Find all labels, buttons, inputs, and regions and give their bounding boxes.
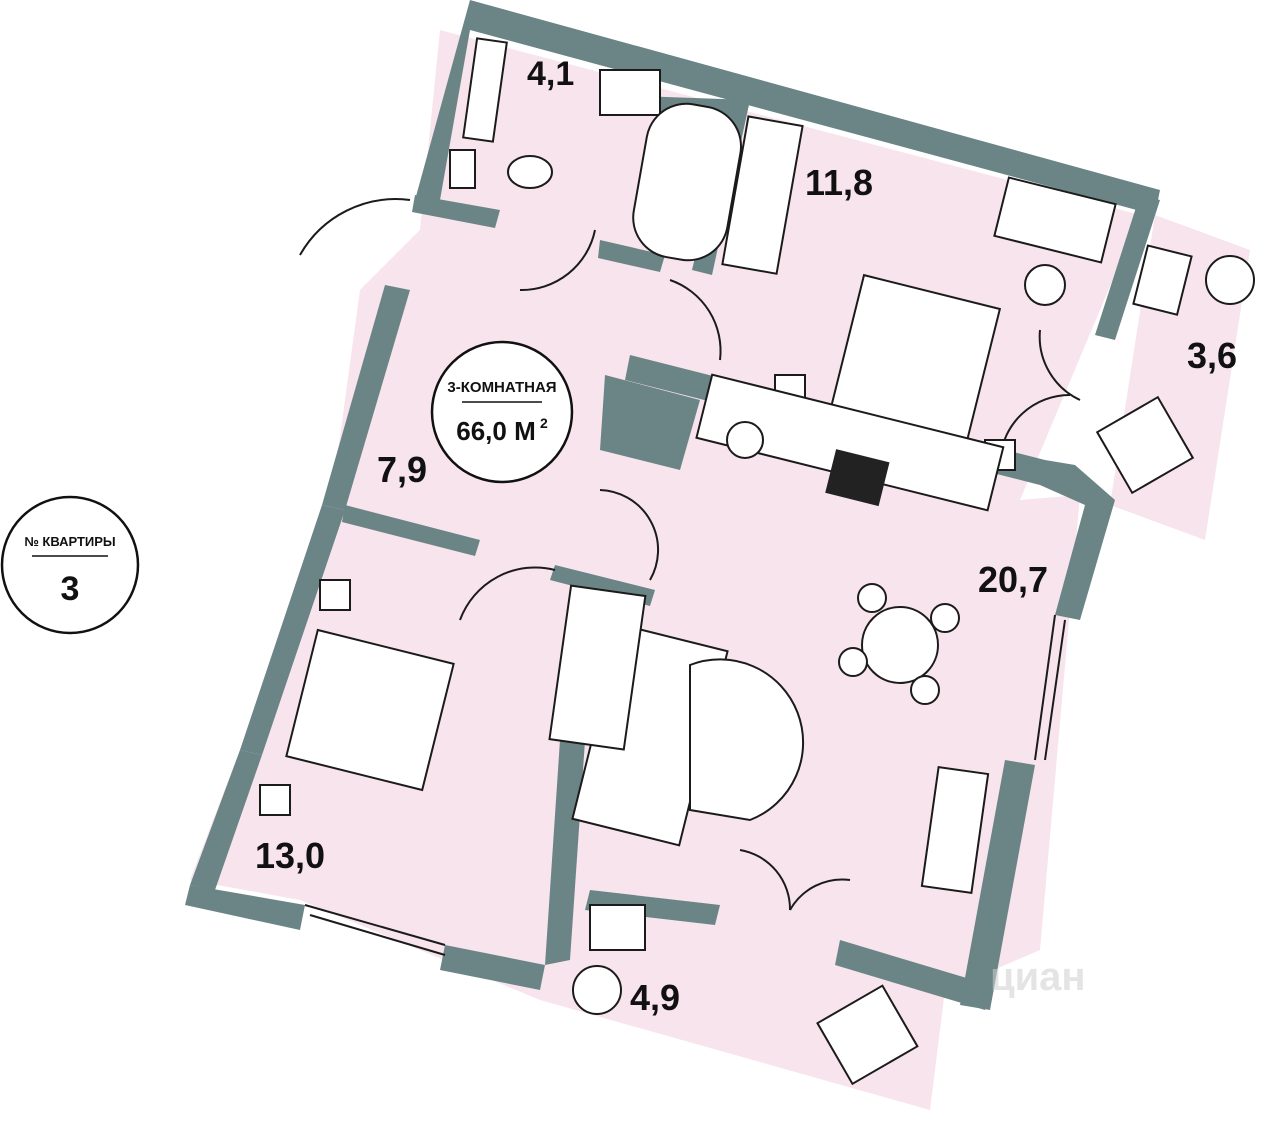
apartment-area-value: 66,0 М (456, 416, 536, 446)
area-bedroom-left: 13,0 (255, 835, 325, 876)
bathroom-door (519, 229, 596, 292)
armchair-icon (1095, 395, 1195, 495)
entrance-door (299, 198, 411, 256)
area-kitchen-living: 20,7 (978, 559, 1048, 600)
rug-icon (689, 658, 805, 822)
apartment-badge: 3-КОМНАТНАЯ 66,0 М 2 (430, 340, 574, 484)
doors (299, 198, 1081, 911)
plant-icon (1205, 255, 1255, 305)
nightstand-icon-3 (319, 579, 351, 611)
furniture (259, 37, 1255, 1086)
bed-icon-2 (285, 628, 455, 792)
area-balcony-bottom: 4,9 (630, 977, 680, 1018)
kitchen-sink-icon (726, 421, 764, 459)
chair-icon (1024, 264, 1066, 306)
toilet-icon (507, 155, 553, 189)
armchair-icon-2 (816, 984, 919, 1086)
tv-stand-icon (920, 765, 990, 895)
windows (304, 614, 1066, 956)
balcony-right-door-2 (1038, 329, 1081, 401)
dining-chair-icon-3 (838, 647, 868, 677)
plant-icon-2 (572, 965, 622, 1015)
apartment-area-unit-sup: 2 (540, 415, 548, 431)
bathtub-icon (632, 102, 743, 262)
apartment-number-value: 3 (61, 570, 80, 608)
bedroom-top-door (669, 279, 722, 361)
balcony-bottom-door-1 (739, 849, 792, 911)
apartment-number-badge: № КВАРТИРЫ 3 (0, 495, 140, 635)
dining-chair-icon-4 (910, 675, 940, 705)
area-bathroom: 4,1 (527, 55, 574, 93)
desk-icon (993, 176, 1117, 264)
apartment-number-label: № КВАРТИРЫ (24, 534, 115, 549)
window-bottom (304, 904, 446, 946)
table-icon-2 (589, 904, 646, 951)
watermark-text: циан (990, 955, 1086, 999)
dining-table-icon (861, 606, 939, 684)
kitchen-door (599, 489, 660, 581)
cooktop-icon (825, 449, 890, 507)
wardrobe-icon-2 (548, 584, 647, 751)
window-right (1034, 614, 1056, 761)
shelf-icon (462, 37, 508, 143)
balcony-bottom-door-2 (789, 878, 851, 911)
dining-chair-icon-2 (930, 603, 960, 633)
wardrobe-icon (721, 115, 804, 275)
area-hallway: 7,9 (377, 449, 427, 490)
dining-chair-icon-1 (857, 583, 887, 613)
sink-icon (599, 69, 661, 116)
nightstand-icon-4 (259, 784, 291, 816)
table-icon (1132, 244, 1193, 316)
bedroom-left-door (459, 566, 556, 621)
area-bedroom-top: 11,8 (805, 162, 873, 203)
cabinet-icon (449, 149, 476, 189)
apartment-type-label: 3-КОМНАТНАЯ (447, 379, 556, 396)
area-balcony-right: 3,6 (1187, 335, 1237, 376)
